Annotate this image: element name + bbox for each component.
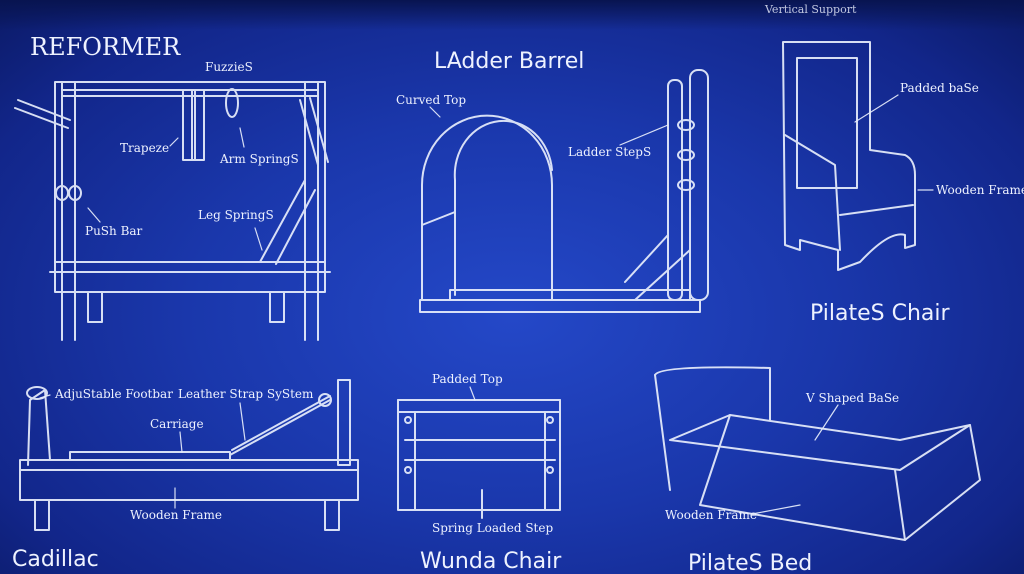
label-adjustable-footbar: AdjuStable Footbar	[54, 387, 173, 401]
label-leg-springs: Leg SpringS	[198, 208, 274, 222]
ladder-barrel-drawing	[419, 69, 709, 313]
label-curved-top: Curved Top	[396, 93, 466, 107]
cadillac-drawing	[19, 379, 359, 531]
label-v-shaped-base: V Shaped BaSe	[805, 391, 899, 405]
label-fuzzies: FuzzieS	[205, 60, 253, 74]
label-spring-loaded-step: Spring Loaded Step	[432, 521, 553, 535]
title-pilates-bed: PilateS Bed	[688, 551, 812, 574]
pilates-chair-drawing	[782, 41, 916, 271]
label-carriage: Carriage	[150, 417, 204, 431]
pilates-bed-drawing	[654, 366, 981, 541]
label-trapeze: Trapeze	[120, 141, 169, 155]
title-pilates-chair: PilateS Chair	[810, 301, 951, 326]
label-wooden-frame-chair: Wooden Frame	[936, 183, 1024, 197]
leader-lines	[39, 94, 934, 515]
title-wunda-chair: Wunda Chair	[420, 549, 562, 574]
label-push-bar: PuSh Bar	[85, 224, 143, 238]
label-leather-strap: Leather Strap SyStem	[178, 387, 314, 401]
reformer-drawing	[14, 81, 331, 341]
wunda-chair-drawing	[397, 399, 561, 519]
label-padded-base: Padded baSe	[900, 81, 979, 95]
label-padded-top: Padded Top	[432, 372, 503, 386]
title-cadillac: Cadillac	[12, 547, 99, 572]
title-reformer: REFORMER	[30, 33, 181, 61]
label-wooden-frame-bed: Wooden Frame	[665, 508, 757, 522]
label-wooden-frame-cadillac: Wooden Frame	[130, 508, 222, 522]
label-vertical-support: Vertical Support	[764, 3, 857, 16]
label-arm-springs: Arm SpringS	[219, 152, 299, 166]
title-ladder-barrel: LAdder Barrel	[434, 49, 584, 74]
label-ladder-steps: Ladder StepS	[568, 145, 651, 159]
